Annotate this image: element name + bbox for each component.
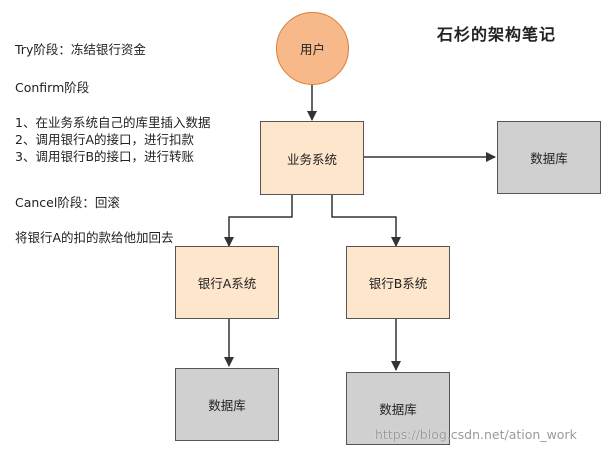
confirm-phase-heading: Confirm阶段 [15, 80, 90, 95]
confirm-step-2: 2、调用银行A的接口，进行扣款 [15, 132, 195, 147]
confirm-step-3: 3、调用银行B的接口，进行转账 [15, 149, 195, 164]
watermark-url: https://blog.csdn.net/ation_work [375, 427, 577, 442]
bank-a-database-node: 数据库 [175, 368, 279, 441]
business-database-node: 数据库 [497, 121, 601, 194]
bank-b-database-label: 数据库 [379, 402, 417, 417]
edge-business-to-bank-b [331, 195, 401, 247]
cancel-phase-heading: Cancel阶段：回滚 [15, 195, 120, 210]
bank-a-database-label: 数据库 [208, 398, 246, 413]
confirm-step-1: 1、在业务系统自己的库里插入数据 [15, 115, 211, 130]
edge-business-to-bank-a [224, 195, 293, 247]
bank-b-database-node: 数据库 [346, 372, 450, 445]
bank-b-system-node: 银行B系统 [346, 246, 450, 319]
bank-a-system-node: 银行A系统 [175, 246, 279, 319]
diagram-title: 石杉的架构笔记 [437, 25, 557, 44]
cancel-phase-detail: 将银行A的扣的款给他加回去 [15, 230, 174, 245]
user-node: 用户 [276, 12, 349, 85]
business-system-node: 业务系统 [260, 121, 364, 195]
business-database-label: 数据库 [530, 151, 568, 166]
bank-a-system-label: 银行A系统 [197, 276, 257, 291]
business-system-label: 业务系统 [286, 151, 337, 167]
try-phase-note: Try阶段：冻结银行资金 [15, 42, 146, 57]
user-node-label: 用户 [299, 42, 325, 57]
bank-b-system-label: 银行B系统 [368, 276, 428, 291]
